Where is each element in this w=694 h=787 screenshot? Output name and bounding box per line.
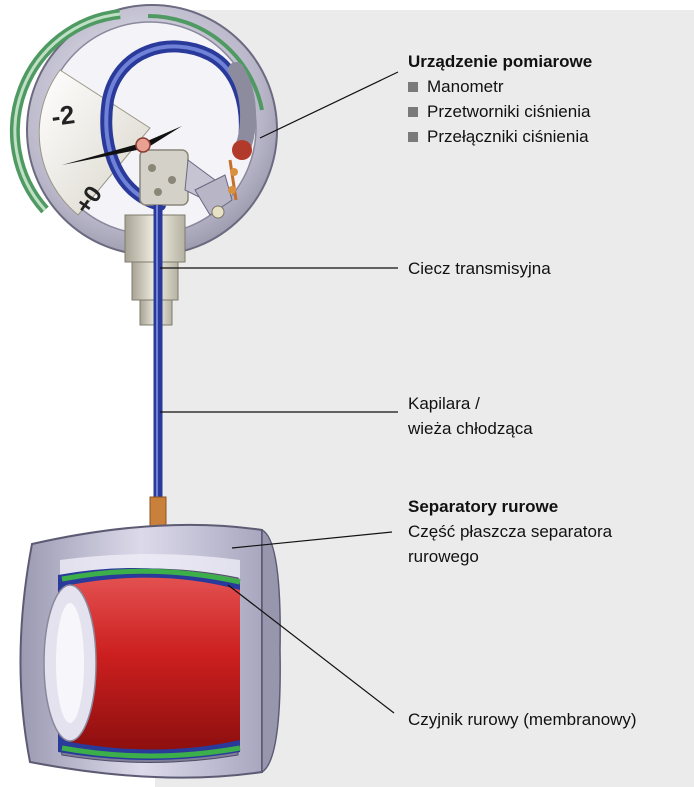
capillary-line-2: wieża chłodząca xyxy=(408,416,533,441)
label-separators: Separatory rurowe Część płaszcza separat… xyxy=(408,494,612,569)
label-capillary: Kapilara / wieża chłodząca xyxy=(408,391,533,441)
capillary-connector xyxy=(150,497,166,529)
pointer-hub xyxy=(136,138,150,152)
separators-line-2: rurowego xyxy=(408,544,612,569)
measuring-device-item-3: Przełączniki ciśnienia xyxy=(408,124,592,149)
label-transmission-fluid: Ciecz transmisyjna xyxy=(408,256,551,281)
measuring-device-title: Urządzenie pomiarowe xyxy=(408,49,592,74)
measuring-device-item-1: Manometr xyxy=(408,74,592,99)
label-sensing-element: Czyjnik rurowy (membranowy) xyxy=(408,707,637,732)
bullet-square-icon xyxy=(408,132,418,142)
leader-measuring-device xyxy=(260,72,398,138)
bullet-square-icon xyxy=(408,82,418,92)
separators-title: Separatory rurowe xyxy=(408,494,612,519)
red-process-tube xyxy=(44,578,240,750)
item-label: Przełączniki ciśnienia xyxy=(427,124,589,149)
label-measuring-device: Urządzenie pomiarowe Manometr Przetworni… xyxy=(408,49,592,149)
item-label: Manometr xyxy=(427,74,504,99)
bullet-square-icon xyxy=(408,107,418,117)
dial-mark-minus: -2 xyxy=(49,99,76,132)
tube-end-cap xyxy=(232,140,252,160)
capillary-line-1: Kapilara / xyxy=(408,391,533,416)
item-label: Przetworniki ciśnienia xyxy=(427,99,590,124)
measuring-device-item-2: Przetworniki ciśnienia xyxy=(408,99,592,124)
separators-line-1: Część płaszcza separatora xyxy=(408,519,612,544)
